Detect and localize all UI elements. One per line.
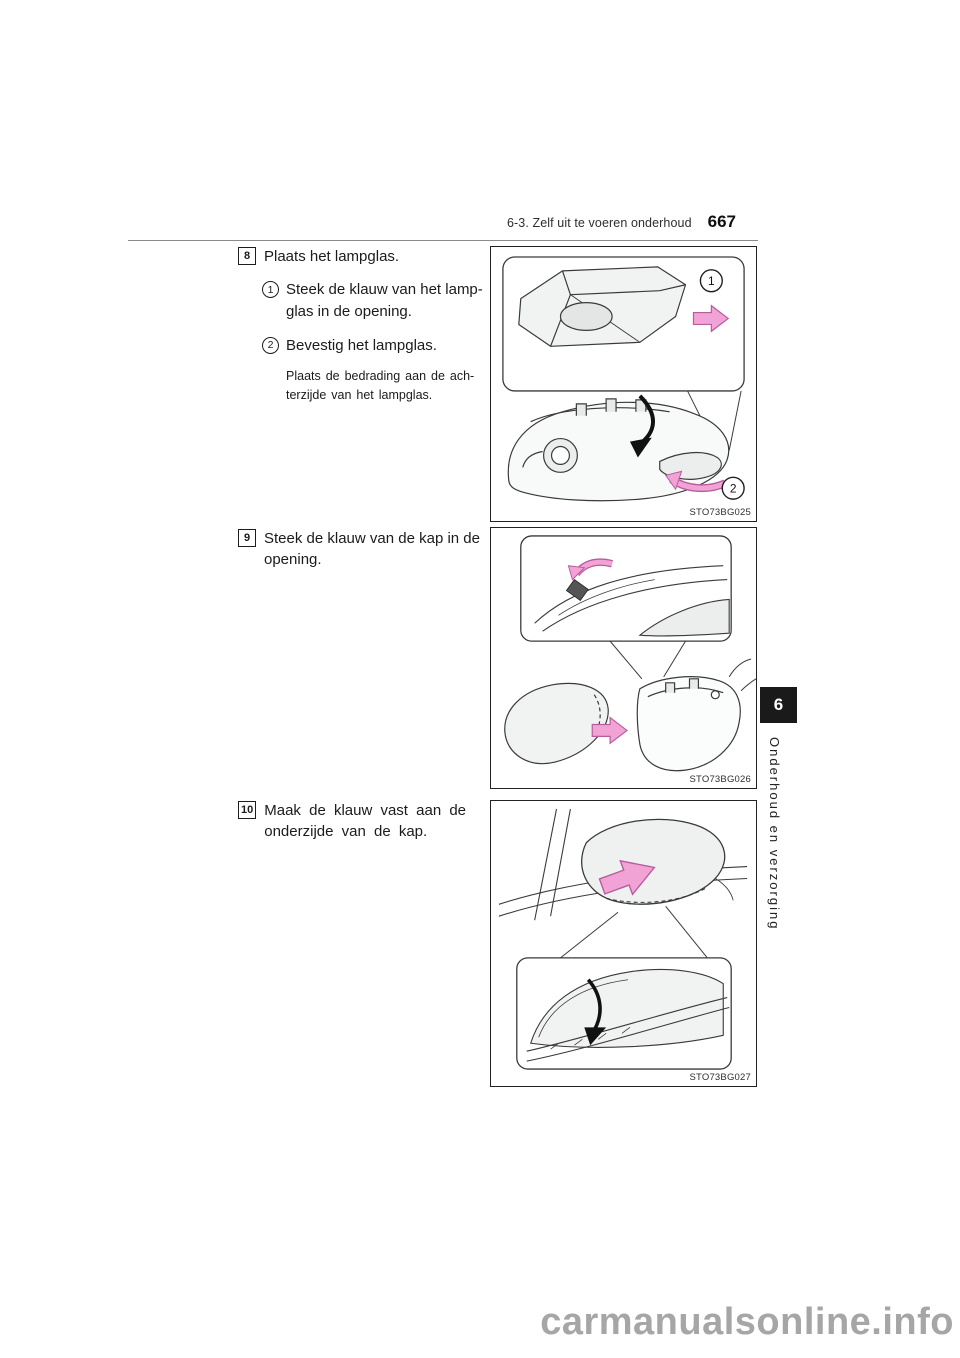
mirror-housing-drawing <box>636 658 756 772</box>
step-note: Plaats de bedrading aan de ach- terzijde… <box>286 369 475 402</box>
step-number-badge: 9 <box>238 529 256 547</box>
page-number: 667 <box>707 212 736 231</box>
step-8: 8 Plaats het lampglas. 1 Steek de klauw … <box>238 246 490 405</box>
claw-closeup-drawing <box>534 565 730 637</box>
step-number-badge: 10 <box>238 801 257 819</box>
page-header: 6-3. Zelf uit te voeren onderhoud 667 <box>128 212 758 232</box>
figure-caption: STO73BG027 <box>686 1072 751 1083</box>
substep-text: Steek de klauw van het lamp- glas in de … <box>286 281 483 320</box>
step-10: 10 Maak de klauw vast aan de onderzijde … <box>238 800 490 842</box>
chapter-side-label: Onderhoud en verzorging <box>767 737 782 931</box>
callout-2-label: 2 <box>730 482 737 496</box>
figure-caption: STO73BG025 <box>686 507 751 518</box>
pink-arrow-icon <box>692 304 730 333</box>
step-title: Steek de klauw van de kap in de opening. <box>264 530 480 568</box>
callout-1-circle <box>699 269 723 293</box>
black-arrow-icon <box>629 394 655 458</box>
callout-2-circle <box>721 476 745 500</box>
substep-number-badge: 1 <box>262 281 279 298</box>
illustration-lamp-install: 1 <box>502 256 745 502</box>
illustration-cap-fasten <box>498 808 748 1070</box>
watermark: carmanualsonline.info <box>540 1301 954 1343</box>
figure-step10-cap-fasten: STO73BG027 <box>490 800 757 1087</box>
cap-edge-closeup-drawing <box>526 968 730 1062</box>
substep-2: 2 Bevestig het lampglas. <box>262 335 490 357</box>
leader-lines <box>560 905 708 959</box>
step-title: Plaats het lampglas. <box>264 248 400 265</box>
figure-caption: STO73BG026 <box>686 774 751 785</box>
pink-arrow-icon <box>598 859 656 896</box>
chapter-tab: 6 <box>760 687 797 723</box>
leader-lines <box>609 640 686 680</box>
substep-text: Bevestig het lampglas. <box>286 336 437 354</box>
mirror-cap-drawing <box>504 682 609 765</box>
step-number-badge: 8 <box>238 247 256 265</box>
step-9-head: 9 Steek de klauw van de kap in de openin… <box>238 528 490 570</box>
claw-tab <box>565 579 589 601</box>
callout-1-label: 1 <box>708 274 715 288</box>
step-9: 9 Steek de klauw van de kap in de openin… <box>238 528 490 570</box>
pink-curved-arrow-icon <box>567 558 613 581</box>
substep-number-badge: 2 <box>262 336 279 354</box>
substep-1: 1 Steek de klauw van het lamp- glas in d… <box>262 279 490 323</box>
section-header: 6-3. Zelf uit te voeren onderhoud <box>506 216 692 230</box>
illustration-cap-claw <box>504 535 756 772</box>
black-arrow-icon <box>584 978 607 1046</box>
figure-step9-cap-claw: STO73BG026 <box>490 527 757 789</box>
header-rule <box>128 240 758 241</box>
step-10-head: 10 Maak de klauw vast aan de onderzijde … <box>238 800 490 842</box>
pink-curved-arrow-icon <box>664 470 727 493</box>
lamp-unit-drawing <box>518 266 687 347</box>
figure-step8-lamp-install: 1 <box>490 246 757 522</box>
step-title: Maak de klauw vast aan de onderzijde van… <box>264 802 467 840</box>
pink-arrow-icon <box>591 716 628 745</box>
step-8-head: 8 Plaats het lampglas. <box>238 246 490 267</box>
